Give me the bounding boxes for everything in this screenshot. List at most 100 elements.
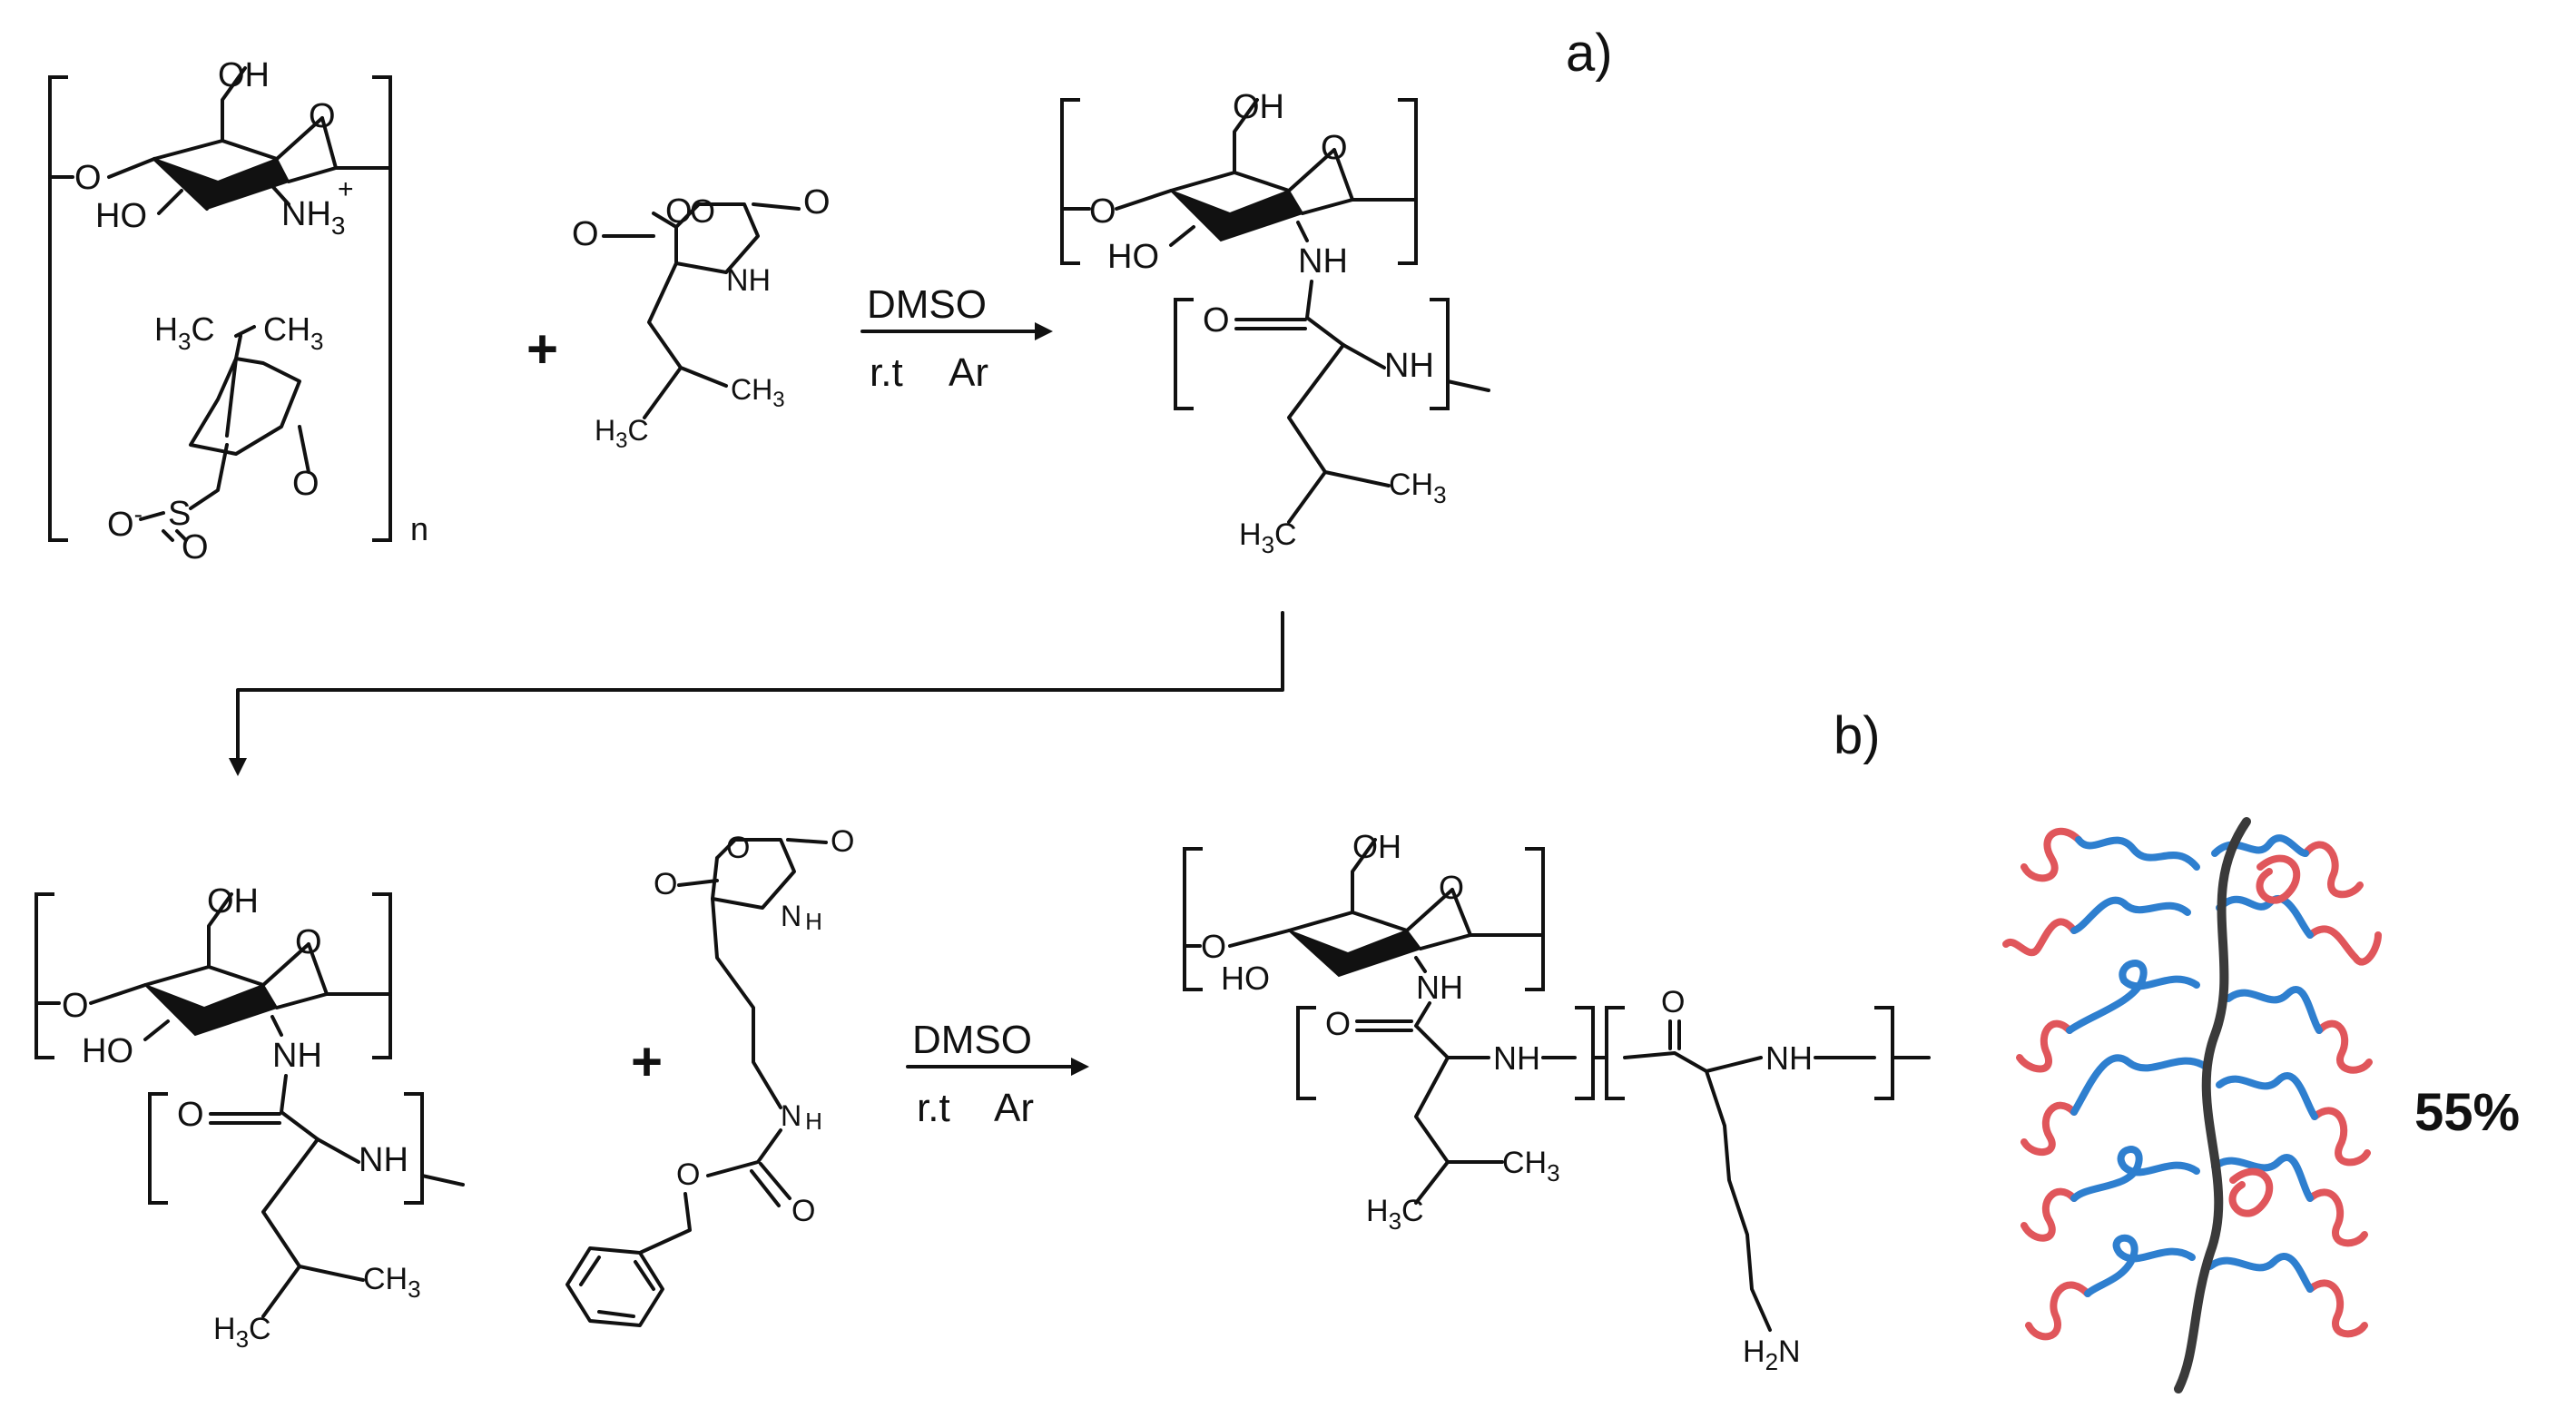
conditions-rt-1: r.t: [870, 350, 903, 395]
arm-red: [2002, 918, 2078, 957]
arm-blue: [2070, 896, 2191, 934]
atom-o-ketone: O: [292, 465, 320, 503]
charge-plus: +: [338, 174, 354, 204]
atom-o-link-p1: O: [1089, 192, 1116, 231]
atom-ch3: CH3: [263, 310, 323, 355]
arm-blue: [2066, 960, 2200, 1034]
atom-nh-p1: NH: [1298, 242, 1348, 281]
connector-arrow: [229, 611, 1284, 776]
arm-red: [2020, 827, 2082, 882]
atom-o-amide-p1: O: [1203, 301, 1230, 340]
panel-label-b: b): [1834, 706, 1881, 765]
atom-o-ring-p2: O: [1439, 869, 1464, 906]
atom-nh3: NH3: [281, 195, 345, 240]
arm-red: [2020, 1187, 2078, 1242]
arm-red: [2306, 925, 2382, 966]
atom-ch3-r3: CH3: [363, 1262, 421, 1303]
reaction-arrow-2: DMSO r.t Ar: [906, 1018, 1089, 1130]
atom-ho-p1: HO: [1107, 238, 1159, 276]
atom-o-amide-leu-p2: O: [1325, 1005, 1351, 1042]
atom-h3c-p2: H3C: [1366, 1194, 1424, 1235]
loop-red: [2256, 854, 2301, 904]
conditions-ar-1: Ar: [949, 350, 988, 395]
polymer-backbone: [2174, 817, 2251, 1393]
chitosan-g-pleu-structure: OH O O HO NH O NH H3C CH3: [1060, 88, 1490, 558]
yield-label: 55%: [2414, 1083, 2520, 1142]
chitosan-g-pleu-plys-structure: OH O O HO NH O NH H3C CH3 O NH H2N: [1183, 828, 1931, 1375]
atom-o-carbonyl-2: O: [803, 183, 831, 222]
leucine-nca-structure: O O O O NH H3C CH3: [572, 183, 831, 453]
atom-o-ring-r3: O: [295, 923, 322, 961]
arm-red: [2311, 1107, 2371, 1167]
chitosan-g-pleu-reactant-structure: OH O O HO NH O NH H3C CH3: [34, 882, 465, 1353]
atom-nh-r3: NH: [272, 1037, 322, 1075]
arm-blue: [2211, 1154, 2314, 1202]
arm-blue: [2216, 895, 2314, 939]
atom-o-carbamate-carbonyl: O: [791, 1194, 815, 1228]
atom-h3c-r3: H3C: [213, 1312, 271, 1353]
atom-o-minus: O-: [107, 500, 143, 544]
arm-blue: [2084, 1234, 2196, 1297]
atom-o-carbonyl-1: O: [572, 215, 599, 253]
atom-oh-p2: OH: [1352, 828, 1401, 865]
solvent-label-1: DMSO: [867, 282, 987, 327]
atom-o-amide-r3: O: [177, 1096, 204, 1134]
atom-oh: OH: [218, 56, 270, 94]
atom-nh-backbone-p1: NH: [1384, 347, 1434, 385]
atom-o-carbamate-ester: O: [676, 1157, 700, 1192]
conditions-ar-2: Ar: [994, 1086, 1034, 1130]
atom-o-link-r3: O: [62, 987, 89, 1025]
atom-s: S: [168, 495, 191, 533]
atom-oh-r3: OH: [207, 882, 259, 921]
atom-nh-nca: NH: [726, 263, 771, 298]
atom-h3c-leu: H3C: [595, 414, 649, 453]
atom-o-link-p2: O: [1201, 928, 1226, 965]
atom-h2n-p2: H2N: [1743, 1334, 1801, 1375]
atom-nh-p2: NH: [1416, 969, 1463, 1006]
loop-red: [2228, 1167, 2274, 1217]
arm-blue: [2207, 1253, 2314, 1293]
atom-ho-r3: HO: [82, 1032, 133, 1070]
atom-o-carbonyl-lys-2: O: [831, 824, 854, 859]
atom-nh-backbone-r3: NH: [359, 1141, 408, 1179]
arm-red: [2020, 1101, 2078, 1157]
arm-red: [2025, 1281, 2091, 1341]
conditions-rt-2: r.t: [917, 1086, 950, 1130]
arm-blue: [2070, 1054, 2209, 1116]
atom-o-link: O: [74, 159, 102, 197]
atom-o-ring-nca: O: [690, 192, 715, 230]
atom-h3c-p1: H3C: [1239, 517, 1297, 558]
graft-copolymer-cartoon: [2002, 817, 2382, 1393]
arm-blue: [2225, 986, 2323, 1034]
arm-red: [2315, 1019, 2373, 1074]
atom-oh-p1: OH: [1233, 88, 1284, 126]
atom-ch3-p1: CH3: [1389, 468, 1447, 508]
chitosan-salt-structure: n OH O O HO NH3 + H3C CH3 O S O- O: [48, 56, 428, 566]
atom-ho-p2: HO: [1221, 960, 1270, 997]
arm-red: [2306, 1188, 2368, 1247]
atom-h3c: H3C: [154, 310, 214, 355]
atom-o-ring: O: [309, 97, 336, 135]
atom-ho: HO: [95, 197, 147, 235]
arm-red: [2306, 1279, 2368, 1338]
atom-nh-lys-p2: NH: [1765, 1039, 1813, 1077]
solvent-label-2: DMSO: [912, 1018, 1032, 1062]
arm-blue: [2216, 1072, 2318, 1120]
arm-red: [2302, 841, 2364, 899]
atom-nh-leu-p2: NH: [1493, 1039, 1540, 1077]
atom-o-ring-lys: O: [726, 831, 750, 865]
arm-blue: [2070, 1146, 2200, 1202]
plus-sign-2: +: [631, 1031, 663, 1092]
atom-o-ring-p1: O: [1321, 129, 1348, 167]
atom-ch3-leu: CH3: [731, 373, 785, 412]
atom-o-amide-lys-p2: O: [1661, 985, 1685, 1019]
atom-o-carbonyl-lys-1: O: [654, 867, 677, 901]
arm-red: [2016, 1019, 2073, 1073]
plus-sign-1: +: [526, 319, 558, 379]
panel-label-a: a): [1566, 24, 1613, 83]
arm-blue: [2075, 836, 2200, 871]
